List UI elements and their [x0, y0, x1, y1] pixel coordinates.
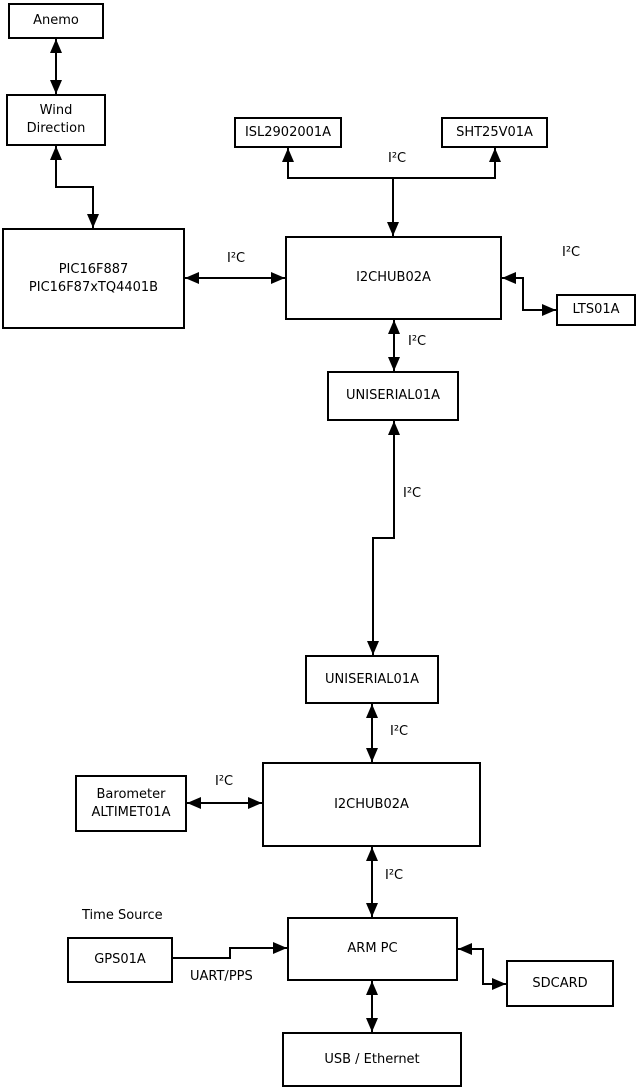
- node-anemo: Anemo: [8, 3, 104, 39]
- label-i2c-hub2-armpc: I²C: [385, 868, 404, 883]
- edge-wind-pic: [50, 146, 99, 228]
- node-i2c-hub-lower: I2CHUB02A: [262, 762, 481, 847]
- edge-hub1-lts: [502, 272, 556, 316]
- node-i2c-hub-lower-label: I2CHUB02A: [334, 796, 409, 812]
- node-uniserial-upper: UNISERIAL01A: [327, 371, 459, 421]
- node-i2c-hub-upper: I2CHUB02A: [285, 236, 502, 320]
- node-i2c-hub-upper-label: I2CHUB02A: [356, 270, 431, 285]
- label-i2c-hub1-uniserial1: I²C: [408, 334, 427, 349]
- node-wind-direction-label-line1: Wind: [39, 103, 73, 118]
- label-time-source: Time Source: [82, 908, 163, 923]
- node-gps-label: GPS01A: [94, 952, 146, 967]
- node-wind-direction-label-line2: Direction: [26, 121, 86, 136]
- label-i2c-barometer-hub2: I²C: [215, 774, 234, 789]
- node-barometer-label-line1: Barometer: [96, 786, 166, 802]
- label-i2c-uniserial2-hub2: I²C: [390, 724, 409, 739]
- node-pic-mcu-label-line1: PIC16F887: [58, 261, 129, 277]
- node-uniserial-lower-label: UNISERIAL01A: [325, 671, 419, 687]
- node-uniserial-upper-label: UNISERIAL01A: [346, 388, 440, 403]
- label-uart-pps: UART/PPS: [190, 969, 253, 984]
- node-gps: GPS01A: [67, 937, 173, 983]
- edge-uniserial1-uniserial2: [367, 421, 400, 655]
- node-anemo-label: Anemo: [33, 13, 79, 28]
- node-barometer: Barometer ALTIMET01A: [75, 775, 187, 832]
- node-sdcard-label: SDCARD: [532, 975, 588, 991]
- node-pic-mcu-label-line2: PIC16F87xTQ4401B: [28, 279, 159, 295]
- node-sht-sensor: SHT25V01A: [441, 117, 548, 148]
- node-sdcard: SDCARD: [506, 960, 614, 1007]
- node-sht-sensor-label: SHT25V01A: [456, 124, 533, 140]
- node-uniserial-lower: UNISERIAL01A: [305, 655, 439, 704]
- node-pic-mcu: PIC16F887 PIC16F87xTQ4401B: [2, 228, 185, 329]
- label-i2c-hub-lts: I²C: [562, 245, 581, 260]
- label-i2c-pic-hub: I²C: [227, 251, 246, 266]
- node-wind-direction: Wind Direction: [6, 94, 106, 146]
- node-lts-sensor-label: LTS01A: [572, 302, 620, 317]
- label-i2c-sensor-bus: I²C: [388, 151, 407, 166]
- node-usb-ethernet: USB / Ethernet: [282, 1032, 462, 1087]
- node-isl-sensor: ISL2902001A: [234, 117, 342, 148]
- edge-armpc-sdcard: [458, 943, 506, 990]
- node-barometer-label-line2: ALTIMET01A: [91, 804, 171, 820]
- node-arm-pc: ARM PC: [287, 917, 458, 981]
- node-arm-pc-label: ARM PC: [347, 941, 398, 956]
- label-i2c-long-link: I²C: [403, 486, 422, 501]
- node-lts-sensor: LTS01A: [556, 294, 636, 326]
- node-usb-ethernet-label: USB / Ethernet: [324, 1051, 420, 1067]
- node-isl-sensor-label: ISL2902001A: [244, 124, 332, 140]
- edge-gps-armpc: [173, 942, 287, 959]
- edge-hub1-sensors-bar: [282, 148, 501, 179]
